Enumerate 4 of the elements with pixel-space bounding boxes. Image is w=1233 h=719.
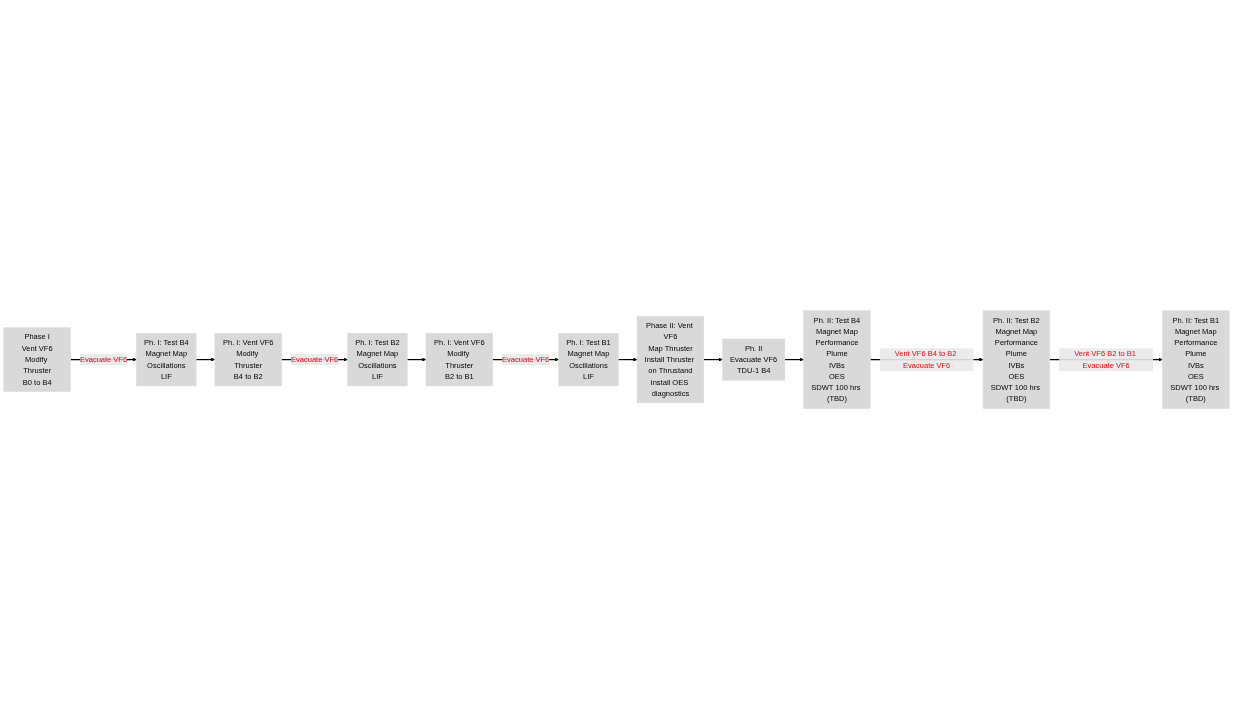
arrow: [703, 357, 723, 362]
arrow: [784, 357, 804, 362]
arrow: [406, 357, 427, 362]
arrow: [617, 357, 638, 362]
